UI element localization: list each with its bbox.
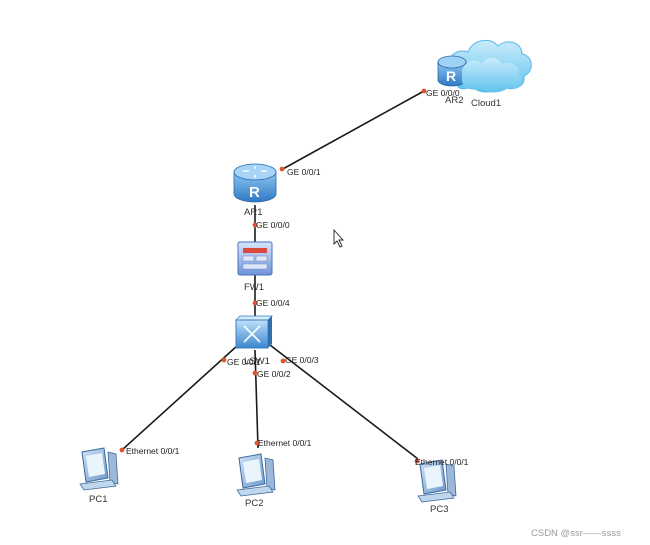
cloud-overlap-shape <box>462 58 522 93</box>
fw1-firewall[interactable]: FW1 <box>237 241 273 293</box>
port-dot-lsw1-ge001 <box>221 357 227 363</box>
ar2-label: AR2 <box>445 95 463 106</box>
pc1-computer[interactable]: PC1 <box>79 447 119 505</box>
switch-icon <box>243 325 261 343</box>
lsw1-label: LSW1 <box>244 356 270 367</box>
port-label-ar1-ge001: GE 0/0/1 <box>287 167 321 177</box>
port-dot-pc2-eth <box>254 440 260 446</box>
port-dot-lsw1-ge004 <box>252 300 258 306</box>
ar1-router[interactable]: R AR1 <box>233 163 277 218</box>
port-dot-ar2-ge000 <box>421 88 427 94</box>
port-dot-ar1-ge000 <box>252 222 258 228</box>
pc3-computer[interactable]: PC3 <box>417 459 457 515</box>
port-dot-lsw1-ge003 <box>280 358 286 364</box>
port-label-pc1-eth: Ethernet 0/0/1 <box>126 446 180 456</box>
link-ar1-ar2 <box>280 90 425 171</box>
port-dot-pc1-eth <box>119 447 125 453</box>
lsw1-switch[interactable] <box>235 315 273 349</box>
router-icon: R <box>446 68 456 84</box>
firewall-icon <box>243 248 267 253</box>
port-label-ar1-ge000: GE 0/0/0 <box>256 220 290 230</box>
port-label-lsw1-ge002: GE 0/0/2 <box>257 369 291 379</box>
link-lsw1-pc3 <box>269 344 419 460</box>
port-label-ar2-ge000: GE 0/0/0 <box>426 88 460 98</box>
port-label-pc2-eth: Ethernet 0/0/1 <box>258 438 312 448</box>
port-label-lsw1-ge003: GE 0/0/3 <box>285 355 319 365</box>
port-dot-pc3-eth <box>414 458 420 464</box>
port-dot-lsw1-ge002 <box>252 370 258 376</box>
cloud1-label: Cloud1 <box>471 98 501 109</box>
link-lsw1-pc2 <box>254 349 259 449</box>
watermark: CSDN @ssr——ssss <box>531 528 621 539</box>
pc2-computer[interactable]: PC2 <box>236 453 276 509</box>
mouse-cursor-icon <box>333 228 345 248</box>
pc3-label: PC3 <box>430 504 448 515</box>
link-lsw1-pc1 <box>121 344 239 451</box>
port-label-lsw1-ge001: GE 0/0/1 <box>227 357 261 367</box>
fw1-label: FW1 <box>244 282 264 293</box>
ar2-router[interactable]: R AR2 <box>437 55 467 106</box>
router-icon: R <box>249 184 260 201</box>
ar1-label: AR1 <box>244 207 262 218</box>
pc2-label: PC2 <box>245 498 263 509</box>
pc1-label: PC1 <box>89 494 107 505</box>
port-label-lsw1-ge004: GE 0/0/4 <box>256 298 290 308</box>
port-label-pc3-eth: Ethernet 0/0/1 <box>415 457 469 467</box>
port-dot-ar1-ge001 <box>279 166 285 172</box>
